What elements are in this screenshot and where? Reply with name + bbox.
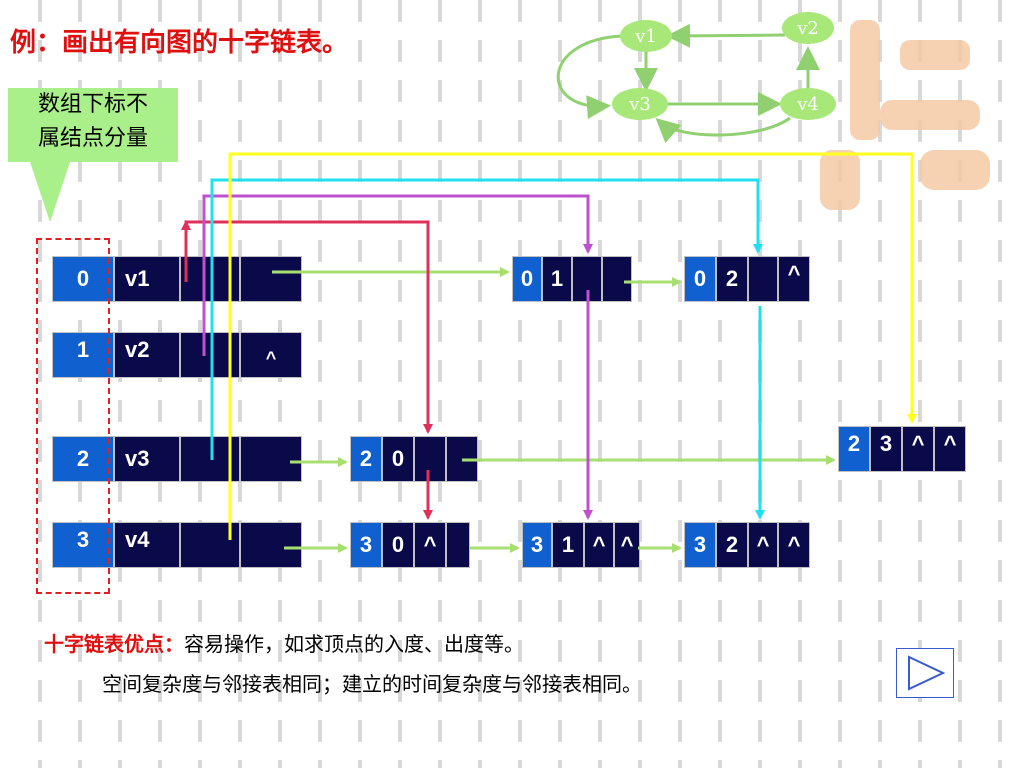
arc-hlink [414,436,446,482]
arc-tailvex: 2 [838,426,870,472]
vertex-name: v1 [114,256,180,302]
advantage-line-1: 十字链表优点：容易操作，如求顶点的入度、出度等。 [44,628,524,657]
vertex-name: v2 [114,332,180,378]
arc-tlink: ^ [778,522,810,568]
arc-tailvex: 0 [512,256,542,302]
arc-headvex: 3 [870,426,902,472]
arc-tlink: ^ [778,256,810,302]
arc-headvex: 1 [552,522,584,568]
arc-hlink [748,256,778,302]
vertex-index: 1 [52,332,114,378]
arc-hlink: ^ [414,522,446,568]
arc-tlink [602,256,632,302]
vertex-firstin [180,256,240,302]
vertex-name: v4 [114,522,180,568]
arc-headvex: 0 [382,436,414,482]
arc-headvex: 2 [716,522,748,568]
note-callout: 数组下标不 属结点分量 [8,88,178,162]
play-triangle-icon [908,655,946,691]
arc-hlink: ^ [902,426,934,472]
note-line: 属结点分量 [37,126,148,151]
vertex-name: v3 [114,436,180,482]
arc-tlink: ^ [934,426,966,472]
arc-tailvex: 0 [684,256,716,302]
index-highlight-box [36,238,110,594]
vertex-firstout [240,522,302,568]
vertex-firstin [180,332,240,378]
page-title: 例：画出有向图的十字链表。 [10,28,349,58]
arc-headvex: 1 [542,256,572,302]
advantage-label: 十字链表优点： [44,632,184,656]
vertex-index: 3 [52,522,114,568]
vertex-firstout [240,256,302,302]
vertex-firstin [180,436,240,482]
next-slide-button[interactable] [896,648,954,698]
arc-tailvex: 2 [350,436,382,482]
vertex-firstout: ^ [240,332,302,378]
vertex-index: 2 [52,436,114,482]
arc-headvex: 0 [382,522,414,568]
arc-tailvex: 3 [350,522,382,568]
arc-tlink [446,436,478,482]
arc-hlink: ^ [748,522,778,568]
vertex-firstin [180,522,240,568]
arc-tailvex: 3 [522,522,552,568]
advantage-text: 容易操作，如求顶点的入度、出度等。 [184,632,524,656]
arc-hlink [572,256,602,302]
note-callout-tail [30,162,70,222]
arc-tlink [446,522,470,568]
vertex-index: 0 [52,256,114,302]
arc-hlink: ^ [584,522,614,568]
arc-tlink: ^ [614,522,640,568]
note-line: 数组下标不 [37,92,148,117]
arc-headvex: 2 [716,256,748,302]
advantage-line-2: 空间复杂度与邻接表相同；建立的时间复杂度与邻接表相同。 [102,672,642,696]
vertex-firstout [240,436,302,482]
arc-tailvex: 3 [684,522,716,568]
